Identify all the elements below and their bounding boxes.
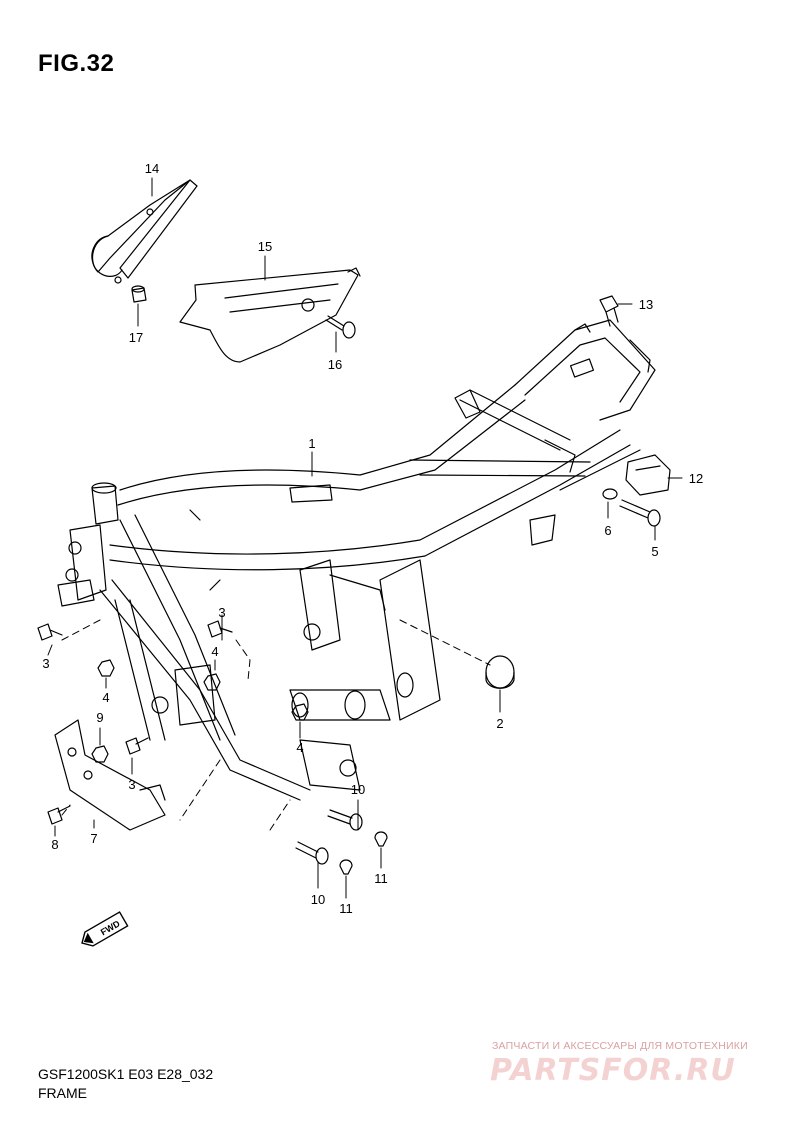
callout-7: 7 (90, 831, 97, 846)
part-12-bracket (625, 454, 671, 496)
callout-16: 16 (328, 357, 342, 372)
callout-3-left: 3 (42, 656, 49, 671)
part-1-main-frame (57, 319, 656, 801)
assembly-lines (61, 619, 491, 831)
part-13-bolt (599, 295, 619, 327)
figure-title: FIG.32 (38, 50, 115, 77)
part-14-side-cover (91, 179, 198, 284)
watermark-tagline: ЗАПЧАСТИ И АКСЕССУАРЫ ДЛЯ МОТОТЕХНИКИ (492, 1040, 748, 1052)
callout-1: 1 (308, 436, 315, 451)
part-4-nut-left (97, 659, 115, 677)
callout-14: 14 (145, 161, 159, 176)
part-4-nut-right (291, 703, 309, 721)
callout-13: 13 (639, 297, 653, 312)
callout-12: 12 (689, 471, 703, 486)
watermark-brand: PARTSFOR.RU (490, 1053, 736, 1088)
part-3-bolt-lower (125, 737, 149, 755)
part-5-bolt (619, 499, 661, 527)
part-11-cap-right (374, 831, 388, 847)
callout-15: 15 (258, 239, 272, 254)
part-8-bolt (47, 805, 71, 825)
part-11-cap-left (339, 859, 353, 875)
callout-11-right: 11 (374, 871, 388, 886)
section-name: FRAME (38, 1085, 87, 1101)
callout-10-upper: 10 (351, 782, 365, 797)
part-15-side-cover-panel (179, 267, 361, 363)
part-3-bolt-mid (207, 620, 233, 638)
part-9-nut (91, 745, 109, 763)
callout-6: 6 (604, 523, 611, 538)
part-2-cap (485, 655, 515, 689)
callout-4-mid: 4 (211, 644, 218, 659)
callout-10-lower: 10 (311, 892, 325, 907)
part-6-washer (602, 488, 618, 500)
part-4-nut-mid (203, 673, 221, 691)
callout-3-mid: 3 (218, 605, 225, 620)
model-code: GSF1200SK1 E03 E28_032 (38, 1066, 214, 1082)
callout-17: 17 (129, 330, 143, 345)
callout-9: 9 (96, 710, 103, 725)
callout-4-right: 4 (296, 740, 303, 755)
callout-3-lower: 3 (128, 777, 135, 792)
part-7-bracket (54, 719, 166, 831)
part-16-screw (325, 315, 356, 339)
callout-4-left: 4 (102, 690, 109, 705)
callout-2: 2 (496, 716, 503, 731)
callout-8: 8 (51, 837, 58, 852)
callout-5: 5 (651, 544, 658, 559)
part-10-bolt-lower (295, 841, 329, 865)
callout-leaders (47, 177, 683, 899)
callout-11-left: 11 (339, 901, 353, 916)
part-3-bolt-left (37, 623, 63, 641)
fwd-label: FWD (99, 918, 122, 937)
front-arrow-icon: FWD (81, 911, 129, 947)
part-10-bolt-upper (327, 809, 363, 831)
part-17-grommet (131, 285, 147, 303)
